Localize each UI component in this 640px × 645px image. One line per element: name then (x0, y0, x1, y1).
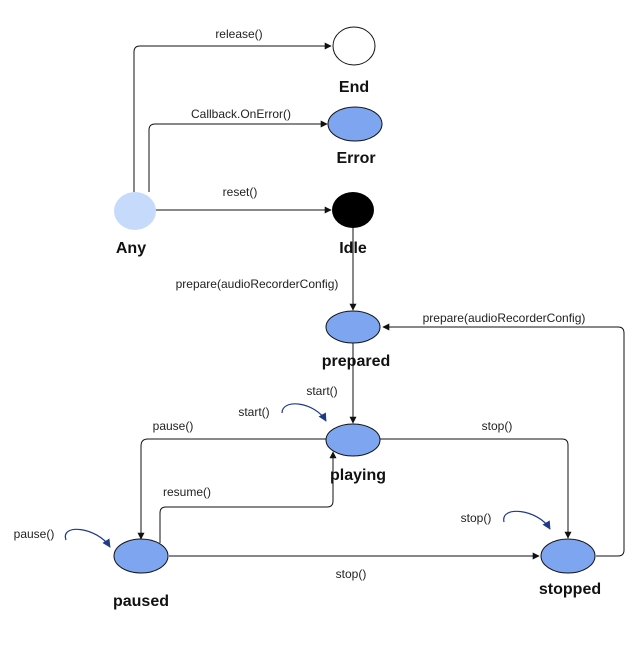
state-end-node (332, 26, 376, 66)
label-start-self: start() (238, 405, 269, 419)
label-on-error: Callback.OnError() (191, 107, 291, 121)
state-error-label: Error (336, 150, 375, 167)
edge-prepare-from-stopped (382, 323, 625, 557)
edge-resume (159, 451, 337, 543)
label-prepare-from-idle: prepare(audioRecorderConfig) (176, 277, 339, 291)
state-prepared-node (325, 310, 381, 344)
state-playing-label: playing (330, 467, 386, 484)
label-stop-self: stop() (461, 511, 492, 525)
state-any-label: Any (116, 240, 146, 257)
label-release: release() (215, 27, 262, 41)
state-any-node (114, 192, 156, 230)
state-error-node (327, 106, 383, 142)
edge-pause (137, 438, 326, 540)
self-loop-stop (503, 510, 551, 530)
state-end-label: End (339, 79, 369, 96)
state-stopped-label: stopped (539, 581, 601, 598)
edge-release (133, 42, 332, 192)
state-prepared-label: prepared (322, 353, 390, 370)
state-paused-node (113, 538, 169, 574)
label-reset: reset() (223, 185, 258, 199)
label-pause-to-paused: pause() (153, 419, 194, 433)
label-pause-self: pause() (14, 527, 55, 541)
label-stop-from-playing: stop() (482, 419, 513, 433)
label-start-to-playing: start() (306, 384, 337, 398)
state-stopped-node (540, 538, 596, 574)
self-loop-pause (64, 528, 111, 548)
state-playing-node (325, 423, 381, 457)
label-stop-from-paused: stop() (336, 567, 367, 581)
state-idle-label: Idle (339, 240, 367, 257)
state-idle-node (332, 192, 374, 228)
state-paused-label: paused (113, 593, 169, 610)
label-prepare-from-stopped: prepare(audioRecorderConfig) (423, 311, 586, 325)
label-resume: resume() (163, 485, 211, 499)
self-loop-start (281, 403, 327, 422)
edge-on-error (148, 120, 328, 192)
edge-stop-from-playing (380, 438, 572, 539)
